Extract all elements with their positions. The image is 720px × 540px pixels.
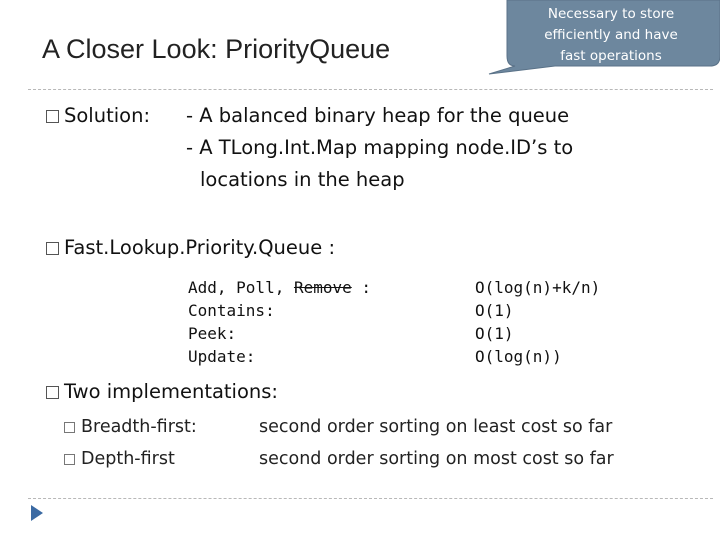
sub-bullet-icon xyxy=(64,422,75,433)
impl-desc: second order sorting on most cost so far xyxy=(259,449,614,469)
impl-label-row: Two implementations: xyxy=(46,380,278,403)
fastlookup-label-row: Fast.Lookup.Priority.Queue : xyxy=(46,236,335,259)
solution-line: locations in the heap xyxy=(200,168,405,191)
callout-line: fast operations xyxy=(560,48,662,64)
op-name: Add, Poll, xyxy=(188,278,294,297)
op-row: Add, Poll, Remove : xyxy=(188,276,371,299)
op-row: Contains: xyxy=(188,299,371,322)
impl-name: Depth-first xyxy=(81,449,175,469)
impl-item: Breadth-first: xyxy=(64,417,197,437)
callout-text: Necessary to store efficiently and have … xyxy=(518,4,704,67)
solution-line: - A balanced binary heap for the queue xyxy=(186,104,570,127)
fastlookup-label: Fast.Lookup.Priority.Queue : xyxy=(64,236,336,259)
op-cost: O(log(n)+k/n) xyxy=(475,278,601,297)
op-suffix: : xyxy=(351,278,372,297)
bullet-icon xyxy=(46,386,59,399)
impl-label: Two implementations: xyxy=(64,380,278,403)
op-cost: O(log(n)) xyxy=(475,347,562,366)
bullet-icon xyxy=(46,242,59,255)
callout-line: Necessary to store xyxy=(547,6,675,22)
op-name-struck: Remove xyxy=(293,278,352,297)
sub-bullet-icon xyxy=(64,454,75,465)
op-name: Update: xyxy=(188,347,256,366)
op-cost: O(1) xyxy=(475,301,514,320)
op-row: Peek: xyxy=(188,322,371,345)
cost-list: O(log(n)+k/n) O(1) O(1) O(log(n)) xyxy=(475,276,600,368)
impl-desc: second order sorting on least cost so fa… xyxy=(259,417,613,437)
impl-name: Breadth-first: xyxy=(81,417,197,437)
play-arrow-icon[interactable] xyxy=(29,504,45,522)
slide-title: A Closer Look: PriorityQueue xyxy=(42,34,391,64)
top-divider xyxy=(28,89,713,90)
ops-list: Add, Poll, Remove : Contains: Peek: Upda… xyxy=(188,276,371,368)
solution-label-row: Solution: xyxy=(46,104,150,127)
bullet-icon xyxy=(46,110,59,123)
impl-item: Depth-first xyxy=(64,449,175,469)
op-cost: O(1) xyxy=(475,324,514,343)
op-name: Contains: xyxy=(188,301,275,320)
callout-line: efficiently and have xyxy=(544,27,678,43)
solution-label: Solution: xyxy=(64,104,151,127)
bottom-divider xyxy=(28,498,713,499)
op-row: Update: xyxy=(188,345,371,368)
op-name: Peek: xyxy=(188,324,237,343)
solution-line: - A TLong.Int.Map mapping node.ID’s to xyxy=(186,136,574,159)
